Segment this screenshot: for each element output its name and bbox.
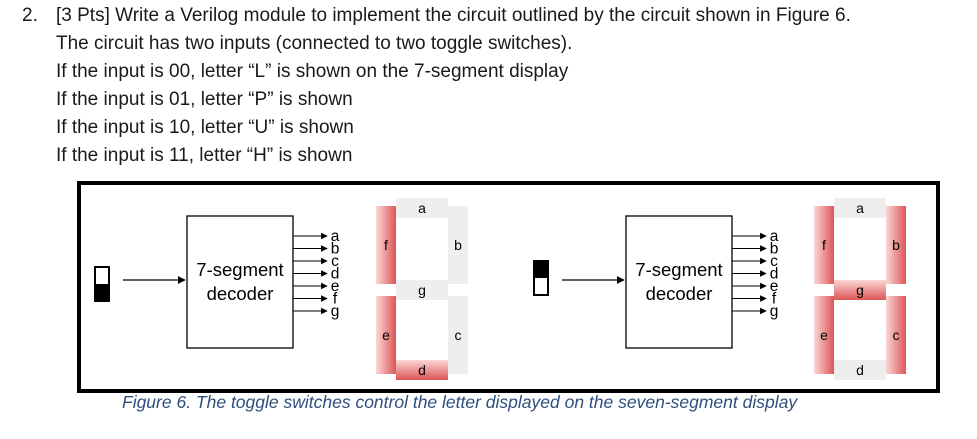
- figure-caption: Figure 6. The toggle switches control th…: [122, 392, 798, 412]
- segment-label-e: e: [382, 327, 390, 343]
- segment-label-d: d: [418, 362, 426, 378]
- segment-label-e: e: [820, 327, 828, 343]
- output-label-b: b: [770, 241, 779, 258]
- segment-d: [834, 360, 886, 380]
- question-line-3: If the input is 00, letter “L” is shown …: [56, 61, 569, 82]
- question-line-5: If the input is 10, letter “U” is shown: [56, 117, 354, 138]
- output-label-d: d: [331, 266, 340, 283]
- segment-label-a: a: [418, 200, 426, 216]
- segment-e: [376, 296, 396, 374]
- question-line-1: 2. [3 Pts] Write a Verilog module to impl…: [22, 2, 851, 30]
- segment-label-g: g: [418, 282, 426, 298]
- question-line-6: If the input is 11, letter “H” is shown: [56, 145, 353, 166]
- question-prompt: [3 Pts] Write a Verilog module to implem…: [56, 5, 851, 26]
- segment-f: [376, 206, 396, 284]
- output-label-f: f: [772, 291, 777, 308]
- output-label-a: a: [770, 228, 779, 245]
- question-text: 2. [3 Pts] Write a Verilog module to impl…: [22, 2, 851, 170]
- output-label-e: e: [770, 278, 779, 295]
- segment-label-f: f: [384, 237, 388, 253]
- segment-label-g: g: [856, 282, 864, 298]
- segment-e: [814, 296, 834, 374]
- segment-c: [448, 296, 468, 374]
- segment-b: [886, 206, 906, 284]
- segment-a: [834, 198, 886, 218]
- segment-g: [396, 280, 448, 300]
- segment-b: [448, 206, 468, 284]
- segment-f: [814, 206, 834, 284]
- decoder-label-line1: 7-segment: [196, 259, 283, 280]
- segment-label-c: c: [455, 327, 462, 343]
- seven-segment-display: a b c d e f g: [814, 198, 906, 380]
- output-label-c: c: [331, 253, 339, 270]
- segment-label-b: b: [892, 237, 900, 253]
- output-label-a: a: [331, 228, 340, 245]
- decoder-label-line2: decoder: [646, 283, 713, 304]
- output-label-e: e: [331, 278, 340, 295]
- output-label-d: d: [770, 266, 779, 283]
- segment-d: [396, 360, 448, 380]
- question-line-2: The circuit has two inputs (connected to…: [56, 33, 573, 54]
- toggle-switch: [533, 260, 549, 296]
- output-label-g: g: [331, 303, 340, 320]
- segment-label-b: b: [454, 237, 462, 253]
- question-number: 2.: [22, 5, 38, 26]
- output-label-f: f: [333, 291, 338, 308]
- segment-label-f: f: [822, 237, 826, 253]
- segment-c: [886, 296, 906, 374]
- decoder-box: [625, 215, 733, 349]
- switch-lever: [534, 261, 548, 278]
- figure-diagram: 7-segmentdecoderabcdefgabcdefg7-segmentd…: [94, 198, 906, 380]
- segment-a: [396, 198, 448, 218]
- output-label-g: g: [770, 303, 779, 320]
- decoder-label-line1: 7-segment: [635, 259, 722, 280]
- segment-label-c: c: [893, 327, 900, 343]
- switch-lever: [95, 284, 109, 301]
- output-label-c: c: [770, 253, 778, 270]
- output-label-b: b: [331, 241, 340, 258]
- question-line-4: If the input is 01, letter “P” is shown: [56, 89, 353, 110]
- toggle-switch: [94, 266, 110, 302]
- seven-segment-display: a b c d e f g: [376, 198, 468, 380]
- decoder-box: [186, 215, 294, 349]
- segment-g: [834, 280, 886, 300]
- decoder-label-line2: decoder: [207, 283, 274, 304]
- segment-label-d: d: [856, 362, 864, 378]
- segment-label-a: a: [856, 200, 864, 216]
